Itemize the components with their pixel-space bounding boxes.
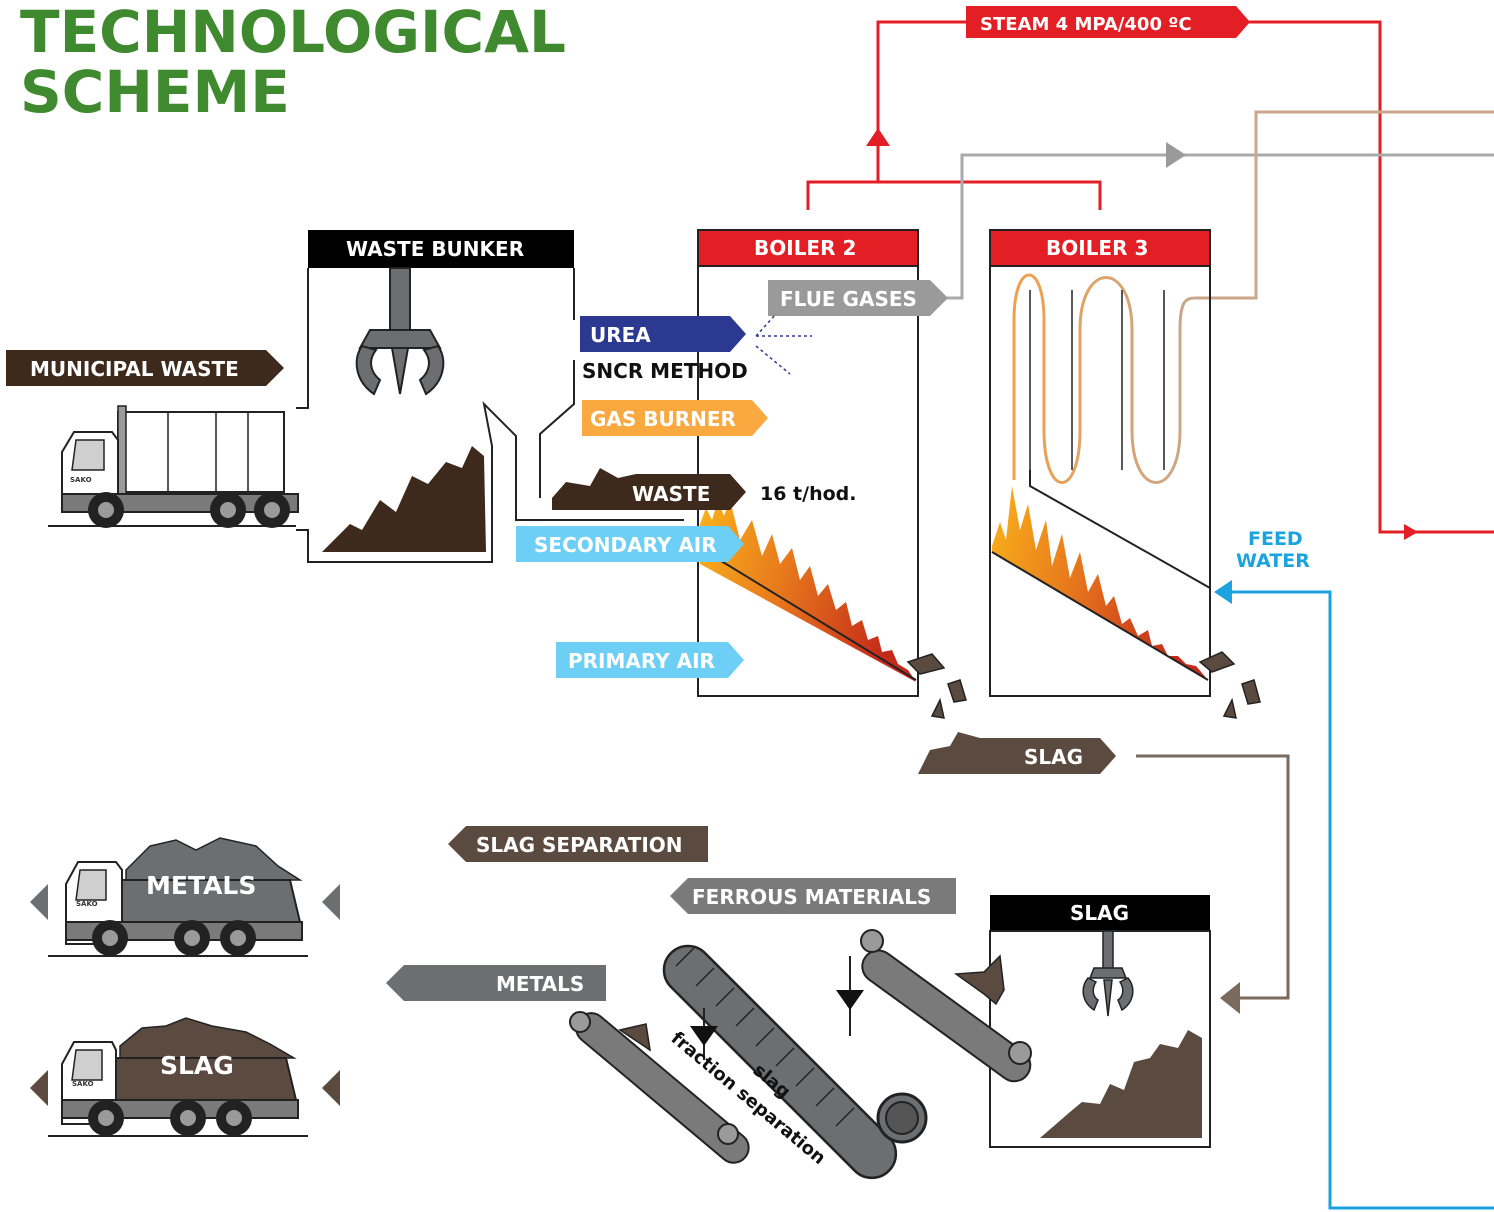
truck-logo-1: SAKO — [70, 476, 92, 484]
flue-gases-label: FLUE GASES — [780, 287, 917, 311]
conveyor-icon — [860, 929, 1032, 1083]
ferrous-materials-tag: FERROUS MATERIALS — [670, 878, 956, 914]
secondary-air-tag: SECONDARY AIR — [516, 526, 744, 562]
slag-bunker: SLAG — [953, 895, 1211, 1148]
boiler-3: BOILER 3 — [989, 229, 1211, 697]
arrow-left-icon — [322, 884, 340, 920]
drum-separator-icon — [662, 944, 928, 1180]
primary-air-label: PRIMARY AIR — [568, 649, 715, 673]
feed-water-label-1: FEED — [1248, 528, 1303, 550]
steam-out-arrow-icon — [1404, 524, 1418, 540]
heat-exchanger-coil — [1012, 273, 1197, 484]
sncr-method-label: SNCR METHOD — [582, 359, 748, 383]
arrow-left-icon — [30, 1070, 48, 1106]
truck-logo-2: SAKO — [76, 900, 98, 908]
slag-tag: SLAG — [918, 732, 1116, 774]
boiler-3-label: BOILER 3 — [1046, 236, 1148, 260]
metals-label: METALS — [496, 972, 584, 996]
crane-grab-icon — [355, 267, 445, 396]
waste-pile-icon — [322, 446, 486, 552]
secondary-air-label: SECONDARY AIR — [534, 533, 717, 557]
arrow-left-icon — [30, 884, 48, 920]
slag-chunk-icon — [953, 954, 1005, 1006]
gas-burner-tag: GAS BURNER — [582, 400, 768, 436]
dump-truck-icon-slag: SAKO SLAG — [48, 1017, 308, 1137]
slag-label: SLAG — [1024, 745, 1083, 769]
page-title-line1: TECHNOLOGICAL — [20, 0, 566, 66]
flue-gas-line-boiler2 — [946, 153, 1494, 300]
metals-tag: METALS — [386, 965, 606, 1001]
flue-arrow-icon — [1166, 142, 1186, 168]
waste-bunker: WASTE BUNKER — [296, 230, 684, 563]
slag-pile-icon — [1040, 1030, 1202, 1138]
municipal-waste-tag: MUNICIPAL WASTE — [6, 350, 284, 386]
waste-feed-tag: WASTE — [552, 468, 746, 510]
waste-rate-label: 16 t/hod. — [760, 483, 856, 505]
municipal-waste-label: MUNICIPAL WASTE — [30, 357, 239, 381]
flame-icon — [700, 500, 916, 682]
ferrous-materials-label: FERROUS MATERIALS — [692, 885, 931, 909]
slag-return-arrow-icon — [1220, 982, 1240, 1014]
steam-line — [806, 20, 1494, 540]
urea-label: UREA — [590, 323, 651, 347]
magnet-icon — [690, 1008, 718, 1060]
conveyor-icon — [569, 1011, 750, 1164]
flue-gases-tag: FLUE GASES — [768, 280, 948, 316]
slag-chunk-icon — [618, 1023, 652, 1052]
slag-chunks-icon — [906, 651, 1261, 719]
slag-separation-tag: SLAG SEPARATION — [448, 826, 708, 862]
flue-gas-line-boiler3 — [1196, 110, 1494, 300]
waste-bunker-label: WASTE BUNKER — [346, 237, 524, 261]
truck-metals-label: METALS — [146, 871, 256, 900]
gas-burner-label: GAS BURNER — [590, 407, 736, 431]
boiler-2-label: BOILER 2 — [754, 236, 856, 260]
slag-return-line — [1136, 754, 1290, 1000]
waste-label: WASTE — [632, 482, 710, 506]
crane-grab-icon — [1082, 930, 1134, 1017]
boiler-2: BOILER 2 — [697, 229, 919, 697]
feed-water-line — [1232, 590, 1494, 1210]
primary-air-tag: PRIMARY AIR — [556, 642, 744, 678]
truck-logo-3: SAKO — [72, 1080, 94, 1088]
steam-arrow-icon — [866, 128, 890, 146]
steam-label: STEAM 4 MPA/400 ºC — [980, 14, 1192, 35]
garbage-truck-icon: SAKO — [48, 405, 299, 528]
steam-label-tag: STEAM 4 MPA/400 ºC — [966, 6, 1250, 38]
slag-bunker-label: SLAG — [1070, 901, 1129, 925]
arrow-left-icon — [322, 1070, 340, 1106]
magnet-icon — [836, 956, 864, 1036]
truck-slag-label: SLAG — [160, 1051, 234, 1080]
dump-truck-icon-metals: SAKO METALS — [48, 837, 308, 957]
feed-water-label-2: WATER — [1236, 550, 1310, 572]
flame-icon — [992, 486, 1208, 680]
slag-separation-label: SLAG SEPARATION — [476, 833, 683, 857]
page-title-line2: SCHEME — [20, 58, 290, 126]
urea-tag: UREA — [580, 313, 812, 375]
feed-water-arrow-icon — [1214, 580, 1232, 604]
